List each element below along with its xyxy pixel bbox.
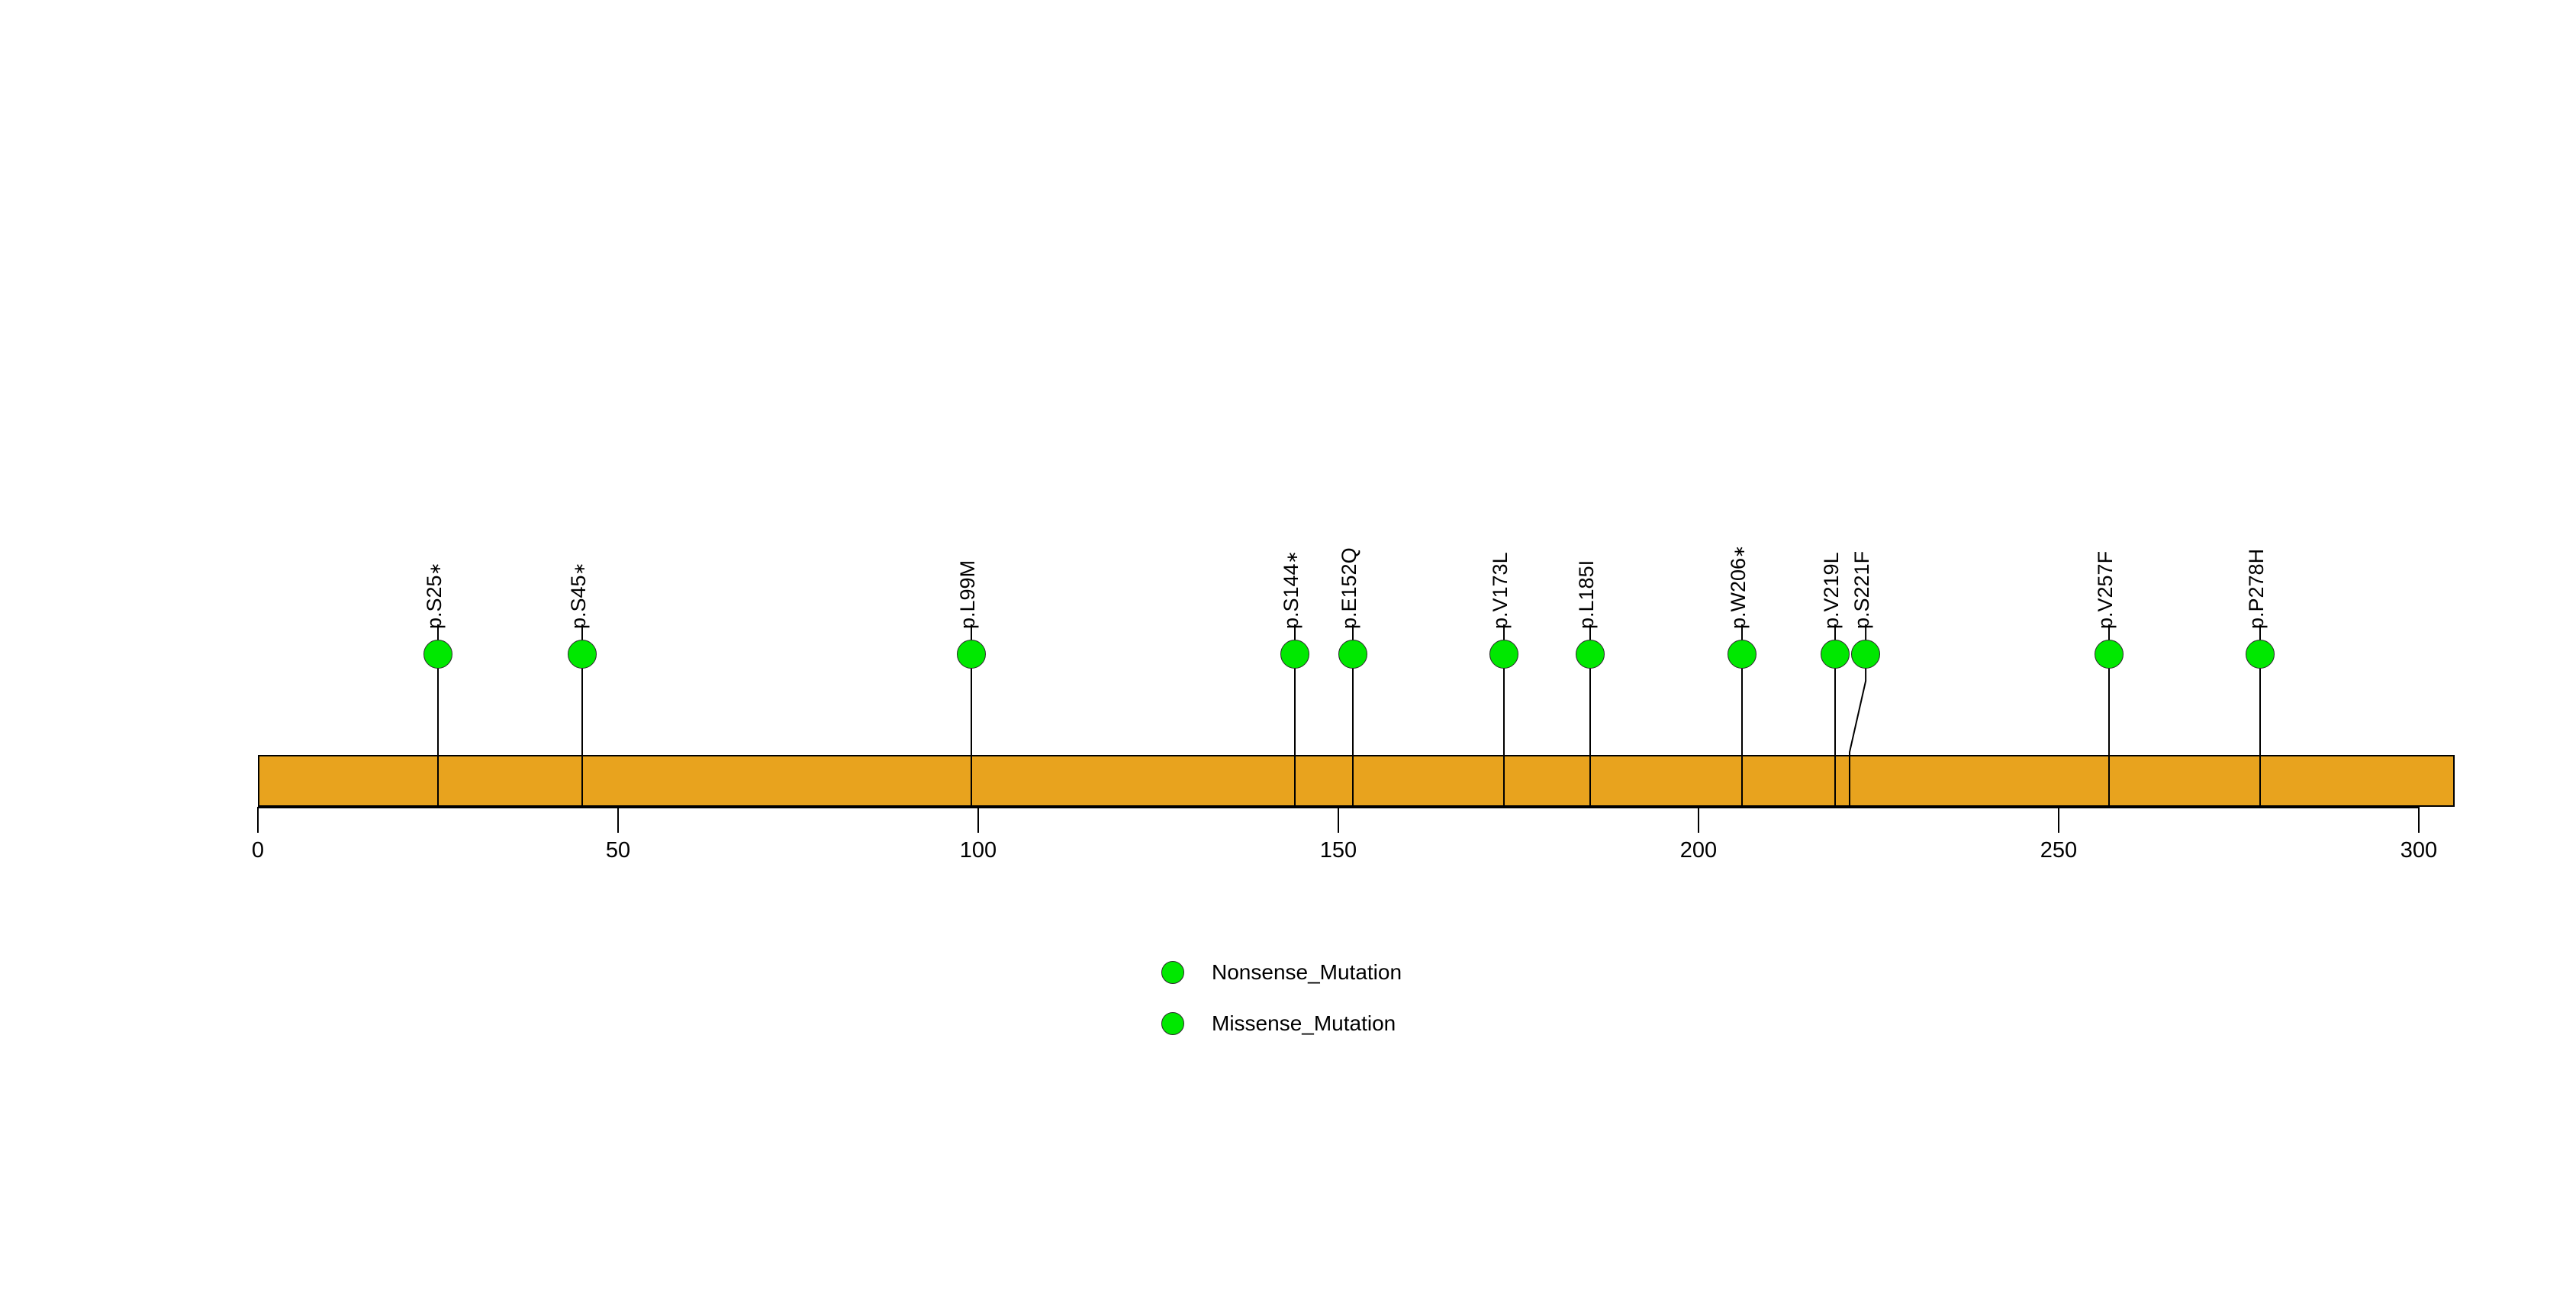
lollipop-head-L185I[interactable] <box>1576 640 1605 669</box>
x-axis-tick-250 <box>2058 807 2059 833</box>
lollipop-label-P278H: p.P278H <box>2245 548 2268 629</box>
lollipop-stem <box>1589 624 1592 807</box>
x-axis-tick-label-150: 150 <box>1319 838 1357 863</box>
protein-backbone-bar[interactable] <box>258 755 2455 807</box>
lollipop-label-E152Q: p.E152Q <box>1337 547 1360 629</box>
x-axis-tick-150 <box>1338 807 1339 833</box>
lollipop-stem <box>970 624 972 807</box>
lollipop-label-L99M: p.L99M <box>955 560 979 629</box>
lollipop-stem <box>1294 624 1296 807</box>
x-axis-tick-label-200: 200 <box>1679 838 1718 863</box>
lollipop-stem <box>1834 624 1837 807</box>
lollipop-stem <box>1351 624 1354 807</box>
x-axis-tick-label-100: 100 <box>959 838 997 863</box>
x-axis-tick-200 <box>1698 807 1699 833</box>
lollipop-head-V257F[interactable] <box>2095 640 2124 669</box>
x-axis-tick-label-0: 0 <box>251 838 265 863</box>
lollipop-stem <box>1503 624 1505 807</box>
lollipop-label-S25*: p.S25∗ <box>423 562 446 629</box>
legend-item-Nonsense_Mutation[interactable]: Nonsense_Mutation <box>1161 960 1402 985</box>
legend-item-Missense_Mutation[interactable]: Missense_Mutation <box>1161 1011 1396 1036</box>
x-axis-tick-label-300: 300 <box>2400 838 2438 863</box>
lollipop-label-S45*: p.S45∗ <box>566 562 590 629</box>
x-axis-tick-label-250: 250 <box>2040 838 2078 863</box>
lollipop-label-V219L: p.V219L <box>1820 552 1843 629</box>
lollipop-label-V257F: p.V257F <box>2094 550 2117 629</box>
lollipop-head-V219L[interactable] <box>1821 640 1850 669</box>
lollipop-head-L99M[interactable] <box>956 640 986 669</box>
lollipop-stem <box>2259 624 2262 807</box>
lollipop-stem <box>581 624 583 807</box>
x-axis-tick-50 <box>617 807 619 833</box>
lollipop-head-S144*[interactable] <box>1280 640 1310 669</box>
legend-label: Nonsense_Mutation <box>1212 960 1402 984</box>
lollipop-head-E152Q[interactable] <box>1338 640 1367 669</box>
lollipop-label-W206*: p.W206∗ <box>1726 545 1750 629</box>
x-axis-tick-0 <box>257 807 259 833</box>
lollipop-stem <box>1740 624 1743 807</box>
lollipop-head-S45*[interactable] <box>567 640 597 669</box>
x-axis-tick-label-50: 50 <box>605 838 631 863</box>
lollipop-head-S221F[interactable] <box>1851 640 1881 669</box>
x-axis-tick-100 <box>977 807 979 833</box>
lollipop-label-S221F: p.S221F <box>1850 550 1874 629</box>
legend-label: Missense_Mutation <box>1212 1011 1396 1035</box>
lollipop-head-V173L[interactable] <box>1489 640 1519 669</box>
lollipop-label-S144*: p.S144∗ <box>1280 550 1303 629</box>
lollipop-stem <box>2108 624 2111 807</box>
lollipop-head-P278H[interactable] <box>2246 640 2275 669</box>
lollipop-label-L185I: p.L185I <box>1575 560 1599 629</box>
lollipop-stem <box>437 624 439 807</box>
legend-dot-icon <box>1161 1012 1184 1035</box>
lollipop-head-S25*[interactable] <box>423 640 452 669</box>
legend-dot-icon <box>1161 961 1184 984</box>
lollipop-label-V173L: p.V173L <box>1489 552 1512 629</box>
x-axis-tick-300 <box>2418 807 2420 833</box>
lollipop-head-W206*[interactable] <box>1727 640 1757 669</box>
